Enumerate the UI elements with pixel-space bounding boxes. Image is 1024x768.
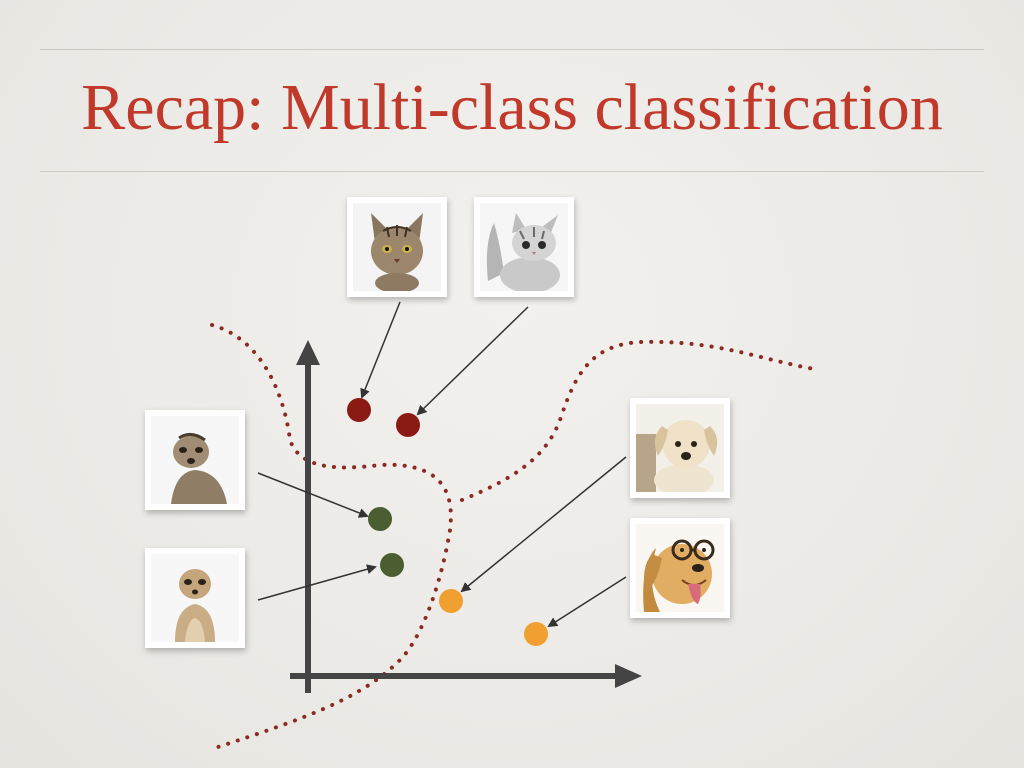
- dog-photo-2: [630, 518, 730, 618]
- title-divider: [40, 171, 984, 172]
- meerkat-photo-icon: [151, 554, 239, 642]
- cat-photo-1: [347, 197, 447, 297]
- pointer-arrow-cat-1: [360, 301, 401, 399]
- meerkat-photo-1: [145, 410, 245, 510]
- y-axis-arrowhead: [296, 340, 320, 365]
- decision-boundary-left: [210, 323, 453, 750]
- data-point-dog: [524, 622, 548, 646]
- cat-photo-2: [474, 197, 574, 297]
- data-point-cat: [396, 413, 420, 437]
- pointer-arrow-dog-2: [547, 576, 627, 628]
- dog-with-glasses-photo-icon: [636, 524, 724, 612]
- data-point-meerkat: [380, 553, 404, 577]
- meerkat-photo-icon: [151, 416, 239, 504]
- data-point-dog: [439, 589, 463, 613]
- kitten-photo-icon: [480, 203, 568, 291]
- data-point-meerkat: [368, 507, 392, 531]
- pointer-arrow-dog-1: [460, 456, 627, 593]
- puppy-photo-icon: [636, 404, 724, 492]
- decision-boundary-right: [460, 339, 822, 502]
- pointer-arrow-meerkat-2: [257, 564, 377, 601]
- data-point-cat: [347, 398, 371, 422]
- slide-title: Recap: Multi-class classification: [81, 71, 943, 144]
- pointer-arrow-cat-2: [416, 306, 529, 416]
- meerkat-photo-2: [145, 548, 245, 648]
- dog-photo-1: [630, 398, 730, 498]
- pointer-arrow-meerkat-1: [257, 472, 369, 518]
- x-axis-arrowhead: [615, 664, 642, 688]
- top-divider: [40, 49, 984, 50]
- cat-photo-icon: [353, 203, 441, 291]
